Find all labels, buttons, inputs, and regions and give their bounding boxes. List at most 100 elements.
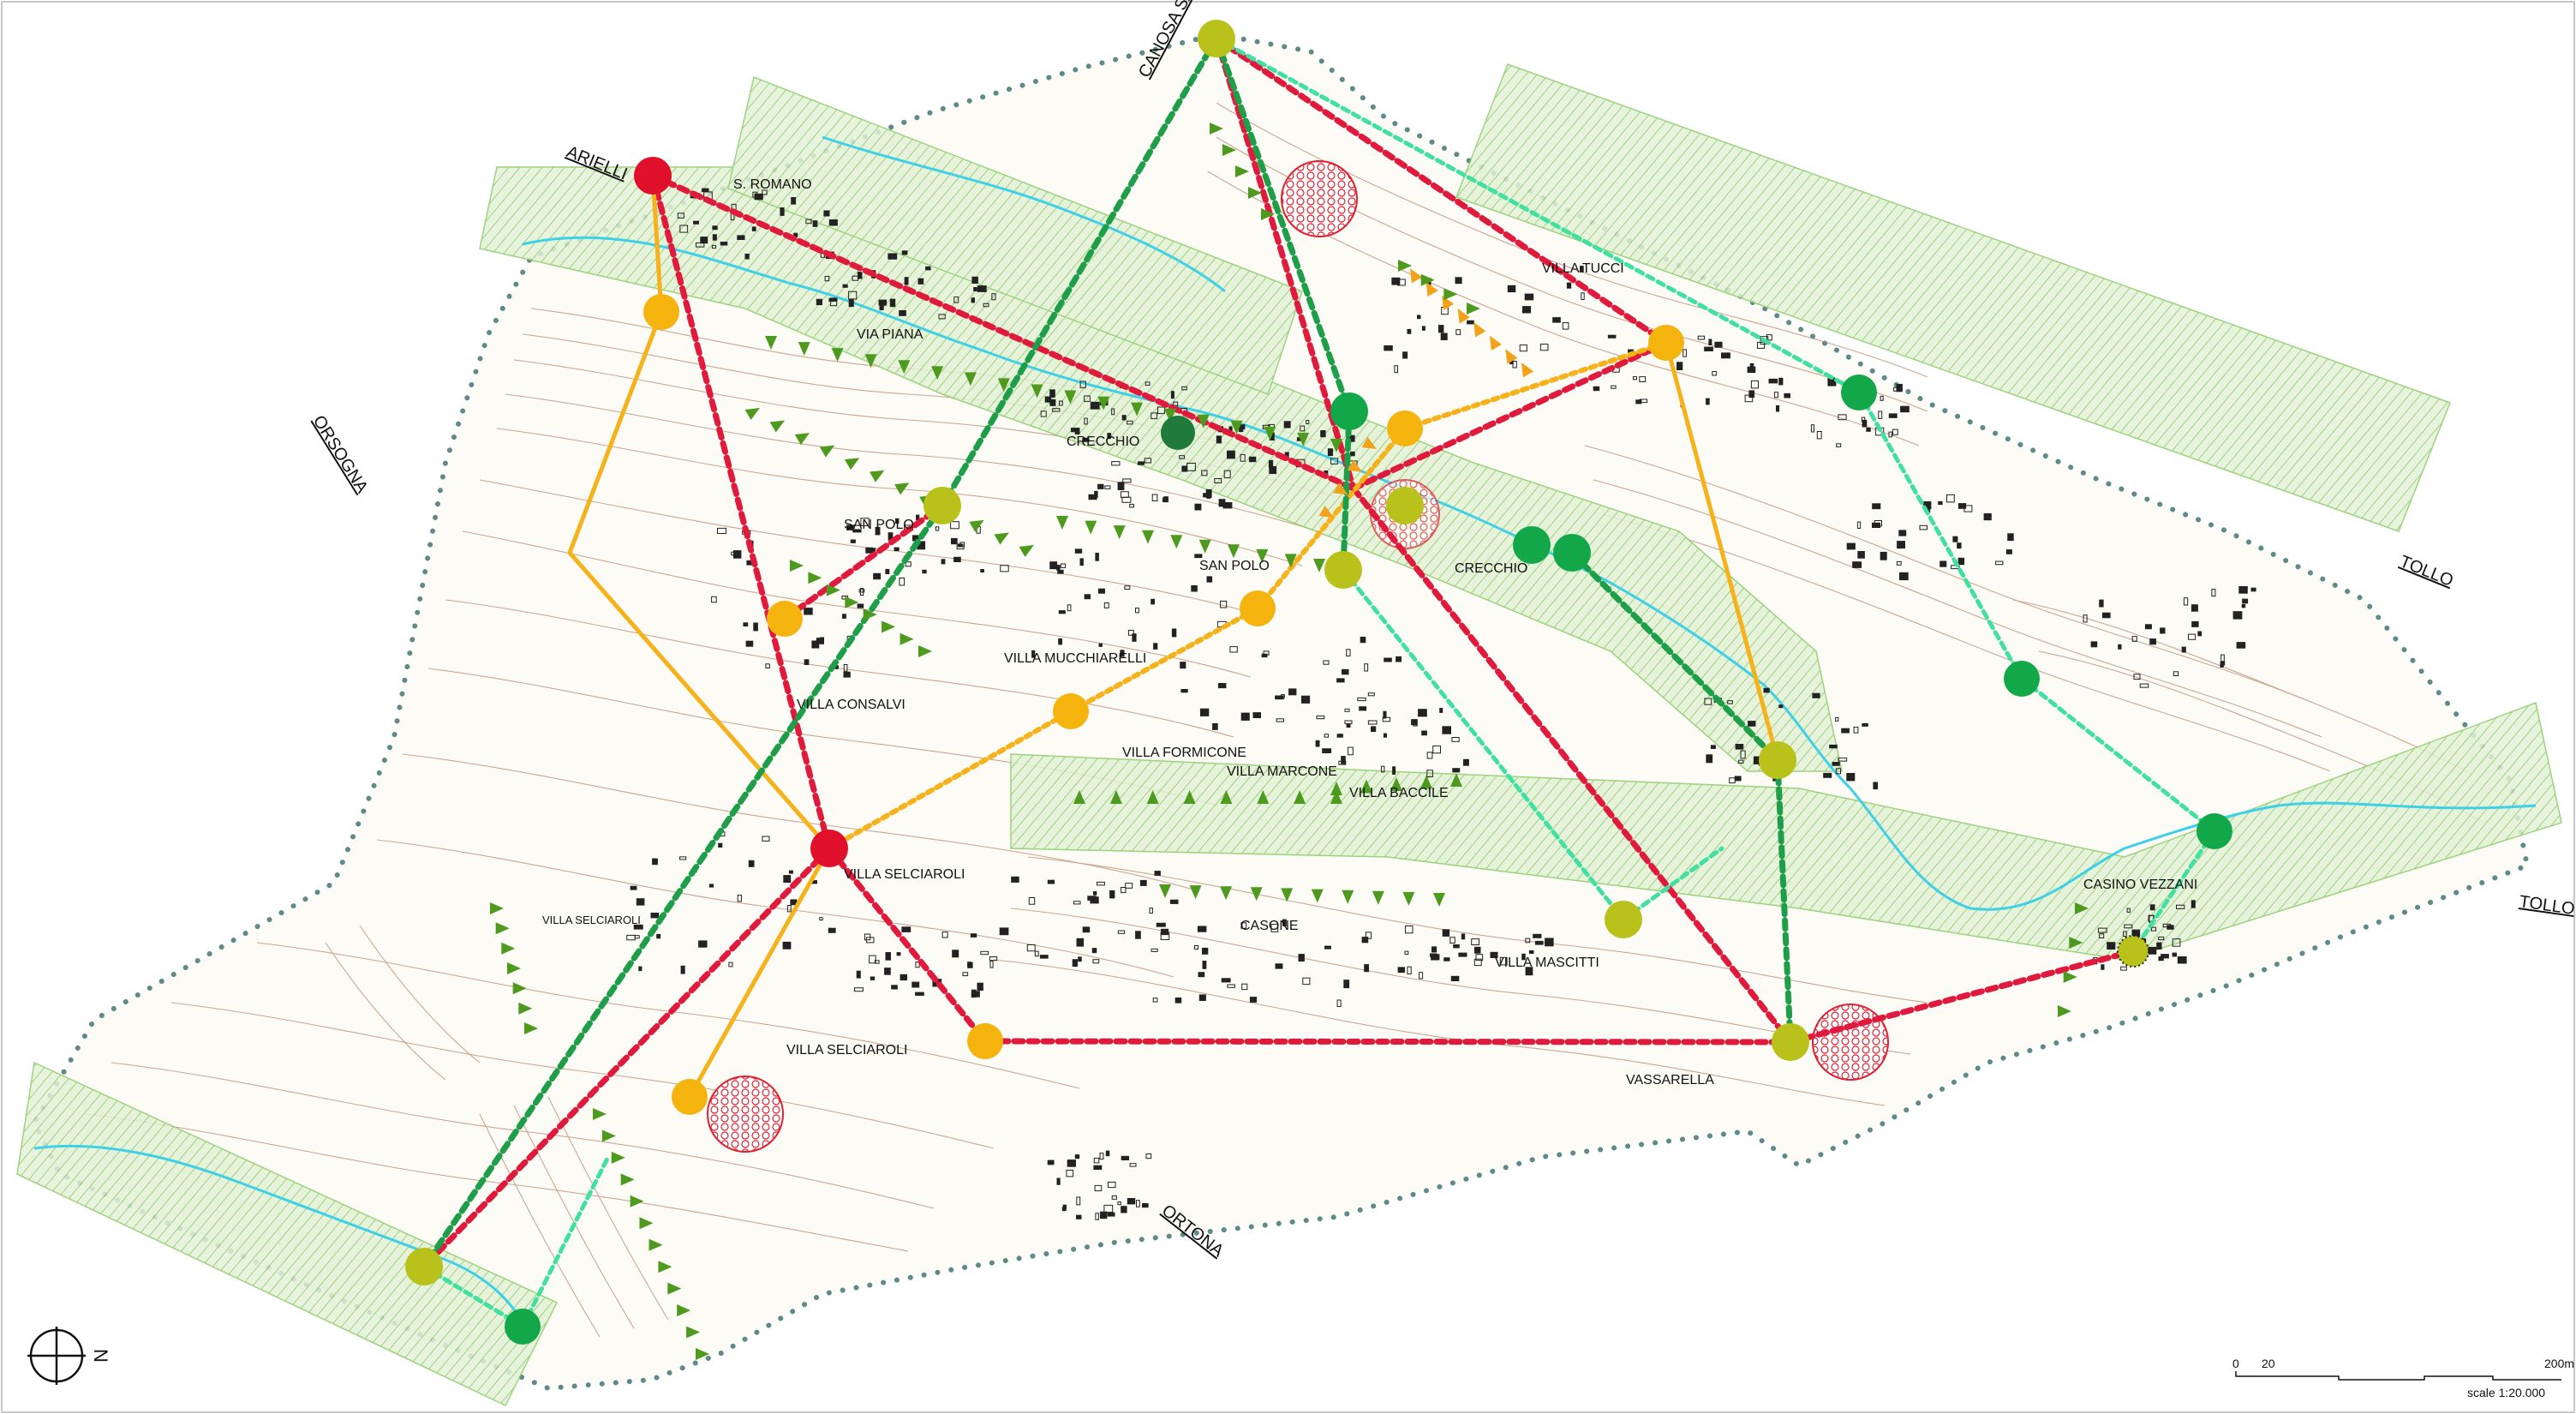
building	[1872, 503, 1881, 510]
viewpoint-triangle	[1467, 303, 1480, 315]
building	[1144, 458, 1151, 464]
building	[1474, 946, 1481, 954]
building	[905, 561, 911, 567]
building	[1097, 483, 1104, 489]
viewpoint-triangle	[611, 1151, 625, 1164]
viewpoint-triangle	[1420, 273, 1435, 286]
viewpoint-triangle	[686, 1326, 701, 1339]
building	[630, 885, 637, 890]
building	[1453, 944, 1460, 949]
viewpoint-triangle	[863, 608, 877, 621]
building	[1039, 955, 1049, 959]
building	[1151, 412, 1158, 420]
node-green	[1841, 374, 1877, 410]
town-label-tollo-1: TOLLO	[2397, 552, 2456, 590]
building	[1431, 946, 1437, 953]
building	[1995, 560, 2004, 566]
viewpoint-triangle	[1318, 505, 1334, 518]
building	[1091, 948, 1097, 954]
building	[1402, 351, 1408, 359]
building	[1121, 415, 1127, 421]
viewpoint-triangle	[1257, 790, 1270, 804]
viewpoint-triangle	[2069, 937, 2083, 949]
building	[1180, 689, 1188, 693]
town-label-tollo-2: TOLLO	[2518, 892, 2576, 919]
town-label-orsogna: ORSOGNA	[309, 412, 372, 497]
building	[1240, 922, 1247, 929]
building	[2160, 627, 2166, 634]
building	[1778, 377, 1784, 386]
orange-links	[567, 173, 1780, 1099]
building	[857, 272, 863, 279]
place-label-villa-selciaroli-1: VILLA SELCIAROLI	[844, 867, 965, 882]
viewpoint-triangle	[794, 433, 810, 446]
building	[1880, 551, 1887, 560]
building	[1336, 678, 1345, 683]
viewpoint-triangle	[1109, 790, 1122, 804]
building	[2176, 904, 2185, 909]
building	[980, 569, 984, 573]
building	[1458, 952, 1467, 957]
building	[1194, 945, 1198, 950]
building	[1712, 371, 1717, 376]
building	[1384, 657, 1392, 662]
building	[1750, 380, 1760, 389]
building	[1747, 366, 1756, 374]
building	[896, 952, 901, 956]
building	[1957, 503, 1967, 509]
building	[2101, 964, 2105, 970]
building	[1473, 958, 1482, 967]
building	[1049, 561, 1058, 570]
node-green	[2004, 661, 2040, 697]
node-green	[2196, 813, 2232, 849]
building	[1939, 560, 1947, 567]
building	[1111, 1195, 1117, 1200]
building	[1512, 361, 1517, 368]
viewpoint-triangle	[1146, 790, 1159, 804]
place-label-villa-selciaroli-2: VILLA SELCIAROLI	[542, 914, 641, 926]
building	[1315, 740, 1320, 747]
building	[717, 527, 726, 535]
viewpoint-triangle	[894, 482, 910, 495]
building	[1524, 293, 1534, 301]
building	[652, 858, 658, 866]
building	[1727, 700, 1733, 704]
building	[2191, 620, 2199, 627]
building	[1475, 954, 1484, 962]
building	[1169, 899, 1179, 904]
building	[1057, 569, 1064, 574]
building	[1135, 608, 1139, 614]
building	[1074, 1154, 1080, 1159]
viewpoint-triangle	[831, 348, 844, 362]
building	[762, 189, 768, 195]
building	[816, 638, 824, 644]
viewpoint-triangle	[1433, 893, 1445, 907]
building	[1432, 745, 1441, 754]
building	[1866, 427, 1871, 432]
building	[1963, 505, 1973, 512]
building	[1704, 346, 1713, 352]
building	[1198, 994, 1206, 1002]
building	[1580, 266, 1584, 273]
place-label-villa-formicone: VILLA FORMICONE	[1122, 746, 1246, 760]
building	[901, 926, 911, 932]
viewpoint-triangle	[1097, 396, 1110, 410]
viewpoint-triangle	[826, 584, 840, 596]
building	[1121, 1206, 1127, 1213]
building	[1160, 932, 1170, 940]
building	[1562, 322, 1569, 330]
building	[1440, 333, 1448, 340]
node-orange	[672, 1079, 708, 1115]
building	[1145, 381, 1151, 386]
building	[743, 622, 749, 626]
corridor-canosa-valley	[727, 75, 1303, 395]
building	[1198, 972, 1205, 978]
building	[748, 860, 755, 867]
building	[1421, 326, 1425, 331]
viewpoint-triangle	[1113, 525, 1126, 540]
building	[1471, 938, 1479, 945]
building	[737, 235, 745, 240]
building	[1455, 277, 1462, 285]
viewpoint-triangle	[1183, 790, 1196, 804]
place-label-via-piana: VIA PIANA	[857, 327, 923, 342]
